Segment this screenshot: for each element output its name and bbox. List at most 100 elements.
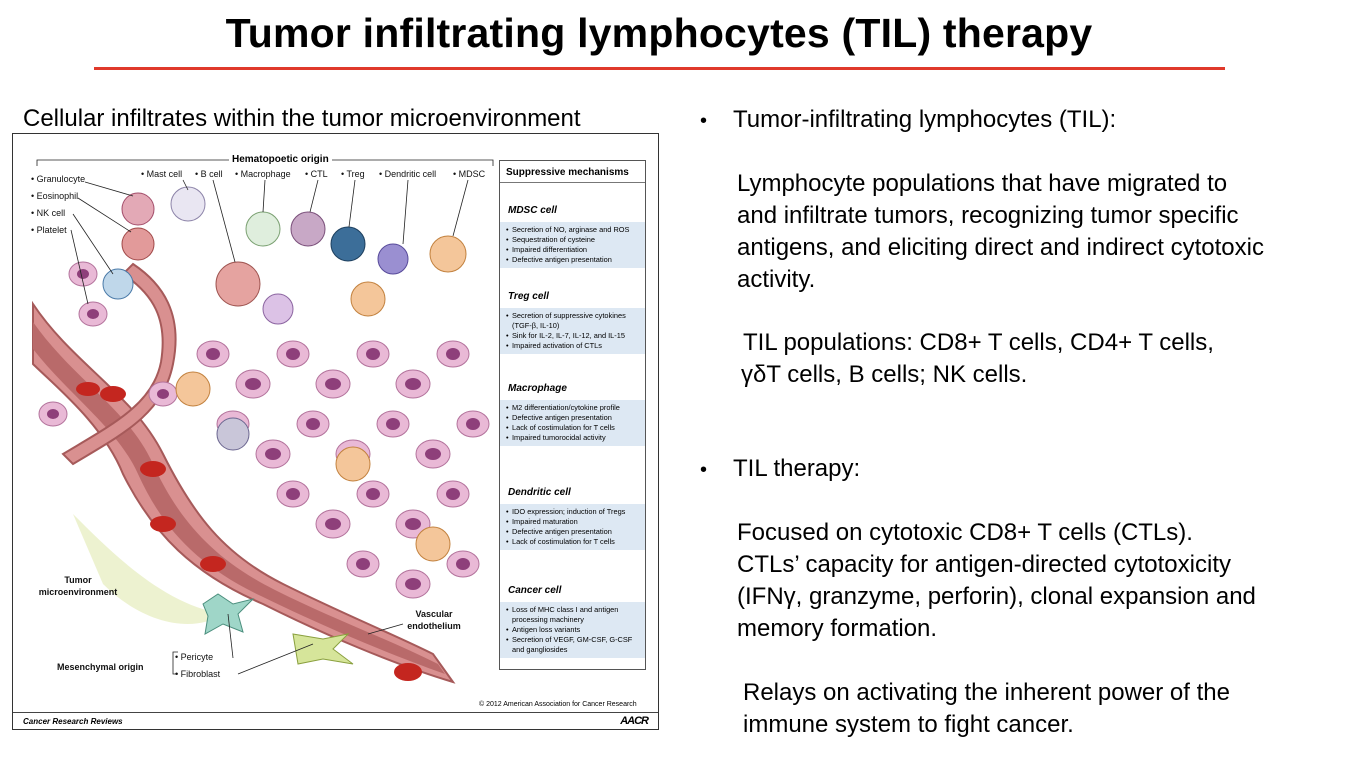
list-item: Secretion of VEGF, GM-CSF, G-CSF and gan… — [506, 635, 641, 655]
b-cell — [215, 261, 261, 307]
copyright-notice: © 2012 American Association for Cancer R… — [479, 701, 637, 708]
tumor-nucleus — [286, 348, 300, 360]
tumor-nucleus — [425, 448, 441, 460]
vascular-endothelium-label: Vascular endothelium — [407, 609, 461, 631]
eosinophil-cell — [121, 227, 155, 261]
suppressive-mechanisms-title: Suppressive mechanisms — [500, 161, 645, 183]
red-blood-cell — [200, 556, 226, 572]
macrophage-list: M2 differentiation/cytokine profile Defe… — [500, 400, 645, 446]
figure-caption: Cellular infiltrates within the tumor mi… — [23, 105, 581, 132]
platelet-text: Platelet — [36, 225, 67, 235]
red-blood-cell — [140, 461, 166, 477]
tumor-nucleus — [325, 378, 341, 390]
mdsc-heading: MDSC cell — [508, 205, 557, 216]
tumor-nucleus — [446, 488, 460, 500]
title-underline — [94, 67, 1225, 70]
mdsc-cell — [415, 526, 451, 562]
leader-line — [84, 181, 134, 197]
nk-cell-label: • NK cell — [31, 208, 66, 218]
til-description-line: activity. — [737, 266, 816, 293]
tumor-microenvironment-label: Tumor microenvironment — [38, 575, 118, 597]
vessel-branch — [61, 262, 177, 466]
til-description-line: and infiltrate tumors, recognizing tumor… — [737, 202, 1239, 229]
list-item: Impaired differentiation — [506, 245, 641, 255]
pericyte-text: Pericyte — [180, 652, 214, 662]
list-item: M2 differentiation/cytokine profile — [506, 403, 641, 413]
dendritic-cell — [377, 243, 409, 275]
mdsc-cell — [335, 446, 371, 482]
tumor-nucleus — [405, 378, 421, 390]
leader-line — [452, 179, 469, 237]
leader-line — [77, 197, 132, 233]
eosinophil-label: • Eosinophil — [31, 191, 79, 201]
tumor-nucleus — [77, 269, 89, 279]
tumor-nucleus — [157, 389, 169, 399]
hematopoetic-origin-label: Hematopoetic origin — [229, 154, 332, 165]
tumor-nucleus — [386, 418, 400, 430]
macrophage-label: • Macrophage — [235, 169, 291, 179]
figure-illustration — [32, 159, 494, 684]
leader-line — [172, 651, 178, 675]
tumor-nucleus — [446, 348, 460, 360]
mdsc-cell — [429, 235, 467, 273]
bullet-icon: • — [700, 110, 708, 132]
tumor-nucleus — [356, 558, 370, 570]
treg-section: Treg cell Secretion of suppressive cytok… — [500, 291, 645, 354]
red-blood-cell — [150, 516, 176, 532]
ctl-cell — [290, 211, 326, 247]
list-item: Defective antigen presentation — [506, 413, 641, 423]
fibroblast-text: Fibroblast — [180, 669, 221, 679]
tumor-nucleus — [366, 488, 380, 500]
mdsc-cell — [350, 281, 386, 317]
bullet-heading-til: Tumor-infiltrating lymphocytes (TIL): — [733, 106, 1117, 133]
fibroblast-label: • Fibroblast — [175, 669, 221, 679]
tumor-nucleus — [87, 309, 99, 319]
dendritic-section: Dendritic cell IDO expression; induction… — [500, 487, 645, 550]
tumor-nucleus — [47, 409, 59, 419]
mdsc-list: Secretion of NO, arginase and ROS Seques… — [500, 222, 645, 268]
immune-cells — [102, 186, 467, 562]
tumor-nucleus — [325, 518, 341, 530]
treg-label: • Treg — [341, 169, 365, 179]
leader-line — [182, 179, 189, 191]
macrophage-cell — [245, 211, 281, 247]
leader-line — [309, 179, 319, 213]
therapy-relay-line: immune system to fight cancer. — [743, 711, 1074, 738]
suppressive-mechanisms-panel: Suppressive mechanisms MDSC cell Secreti… — [499, 160, 646, 670]
list-item: Defective antigen presentation — [506, 527, 641, 537]
tumor-nucleus — [405, 578, 421, 590]
til-populations-line: γδT cells, B cells; NK cells. — [741, 361, 1028, 388]
treg-text: Treg — [346, 169, 365, 179]
treg-cell — [330, 226, 366, 262]
red-blood-cells — [76, 382, 422, 681]
red-blood-cell — [76, 382, 100, 396]
list-item: Secretion of NO, arginase and ROS — [506, 225, 641, 235]
macrophage-cell — [216, 417, 250, 451]
cancer-cell-heading: Cancer cell — [508, 585, 562, 596]
leader-line — [212, 179, 236, 263]
ctl-label: • CTL — [305, 169, 328, 179]
granulocyte-cell — [121, 192, 155, 226]
leader-line — [367, 623, 404, 635]
mdsc-cell — [175, 371, 211, 407]
leader-line — [237, 643, 314, 675]
aacr-logo: AACR — [620, 715, 649, 727]
leader-line — [262, 179, 266, 213]
list-item: Secretion of suppressive cytokines (TGF-… — [506, 311, 641, 331]
tumor-nucleus — [466, 418, 480, 430]
cancer-cell-list: Loss of MHC class I and antigen processi… — [500, 602, 645, 658]
dendritic-cell-text: Dendritic cell — [384, 169, 437, 179]
til-description-line: Lymphocyte populations that have migrate… — [737, 170, 1228, 197]
mast-cell-label: • Mast cell — [141, 169, 183, 179]
granulocyte-label: • Granulocyte — [31, 174, 86, 184]
list-item: Antigen loss variants — [506, 625, 641, 635]
bullet-heading-therapy: TIL therapy: — [733, 455, 861, 482]
bullet-icon: • — [700, 459, 708, 481]
tumor-nucleus — [456, 558, 470, 570]
ctl-text: CTL — [310, 169, 328, 179]
therapy-description-line: (IFNγ, granzyme, perforin), clonal expan… — [737, 583, 1256, 610]
b-cell-text: B cell — [200, 169, 223, 179]
leader-line — [72, 213, 114, 275]
mesenchymal-origin-label: Mesenchymal origin — [57, 662, 144, 672]
treg-list: Secretion of suppressive cytokines (TGF-… — [500, 308, 645, 354]
